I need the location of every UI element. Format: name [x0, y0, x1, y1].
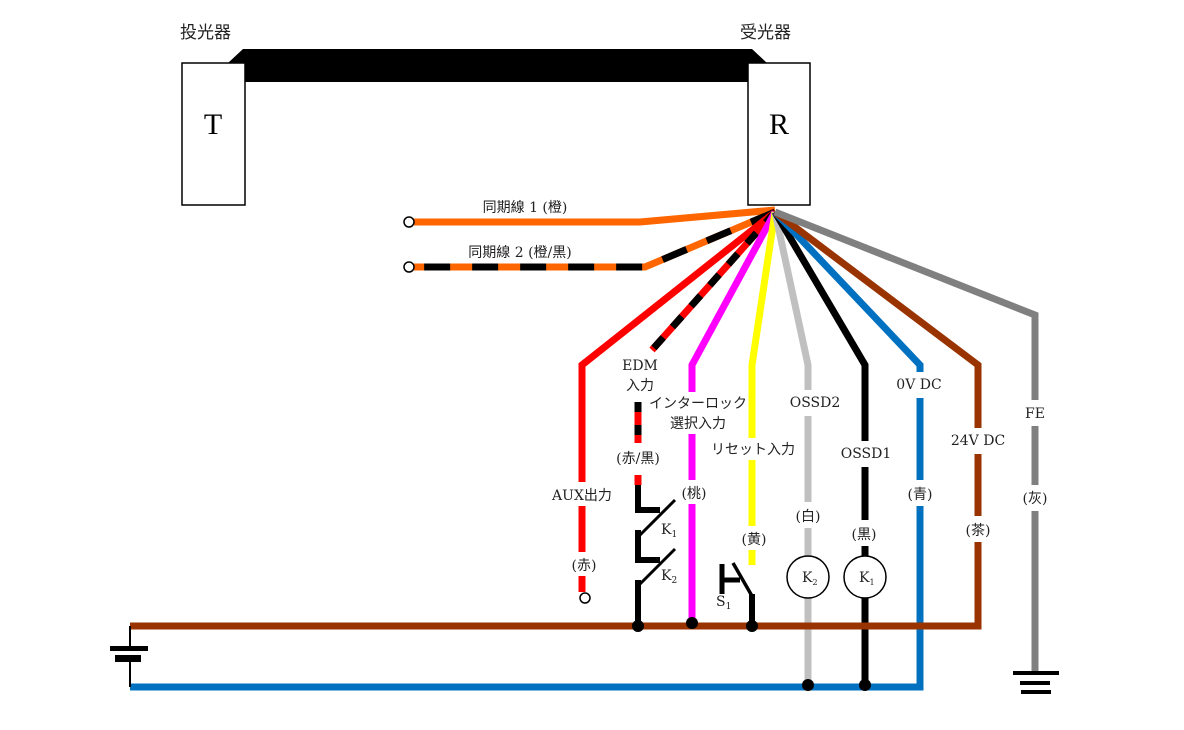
fe-color-label: (灰) [1023, 491, 1048, 507]
wire-aux [578, 209, 778, 592]
ossd2-label: OSSD2 [790, 395, 841, 411]
ground-icon [1013, 671, 1059, 694]
ossd2-color-label: (白) [796, 509, 821, 525]
wire-0v [130, 209, 924, 691]
wire-sync1 [414, 206, 776, 226]
wire-edm-stripe [649, 209, 778, 353]
0v-color-label: (青) [908, 487, 933, 503]
k1-contact-label: K1 [661, 522, 677, 540]
wire-interlock [688, 210, 779, 622]
receiver-box [747, 62, 811, 206]
aux-color-label: (赤) [572, 558, 597, 574]
edm-label-1: EDM [622, 358, 658, 374]
k2-contact-label: K2 [661, 568, 677, 586]
sync2-label: 同期線 2 (橙/黒) [468, 245, 571, 261]
edm-contacts [635, 485, 677, 626]
24v-label: 24V DC [951, 433, 1005, 449]
wire-fe [773, 208, 1039, 672]
edm-color-label: (赤/黒) [616, 451, 660, 467]
emitter-box [181, 62, 246, 206]
interlock-color-label: (桃) [682, 486, 707, 502]
coil-k2-label: K2 [802, 570, 818, 587]
0v-label: 0V DC [896, 377, 941, 393]
aux-label: AUX出力 [551, 488, 612, 504]
ossd1-label: OSSD1 [841, 446, 892, 462]
sync1-label: 同期線 1 (橙) [483, 200, 568, 216]
coil-k2 [786, 555, 830, 599]
emitter-label: 投光器 [180, 23, 231, 43]
wire-sync2-stripe [414, 208, 777, 271]
coil-k1-label: K1 [859, 570, 875, 587]
connecting-cable [228, 49, 767, 82]
emitter-box-label: T [204, 108, 222, 141]
interlock-label-1: インターロック [649, 396, 747, 412]
coil-k1 [843, 555, 887, 599]
reset-color-label: (黄) [742, 531, 767, 548]
edm-label-2: 入力 [626, 378, 654, 394]
aux-terminal [579, 592, 591, 604]
ossd1-color-label: (黒) [852, 527, 877, 543]
24v-color-label: (茶) [966, 523, 991, 539]
battery-icon [110, 626, 148, 687]
junction-dots [632, 617, 871, 691]
receiver-label: 受光器 [740, 23, 791, 43]
sync2-terminal [403, 261, 415, 273]
interlock-label-2: 選択入力 [670, 416, 726, 432]
wire-reset [748, 211, 779, 565]
receiver-box-label: R [769, 108, 789, 141]
wire-24v [130, 209, 982, 630]
s1-label: S1 [716, 594, 731, 612]
sync1-terminal [403, 216, 415, 228]
reset-label: リセット入力 [711, 442, 795, 458]
fe-label: FE [1025, 406, 1045, 422]
reset-switch-s1 [719, 562, 755, 626]
